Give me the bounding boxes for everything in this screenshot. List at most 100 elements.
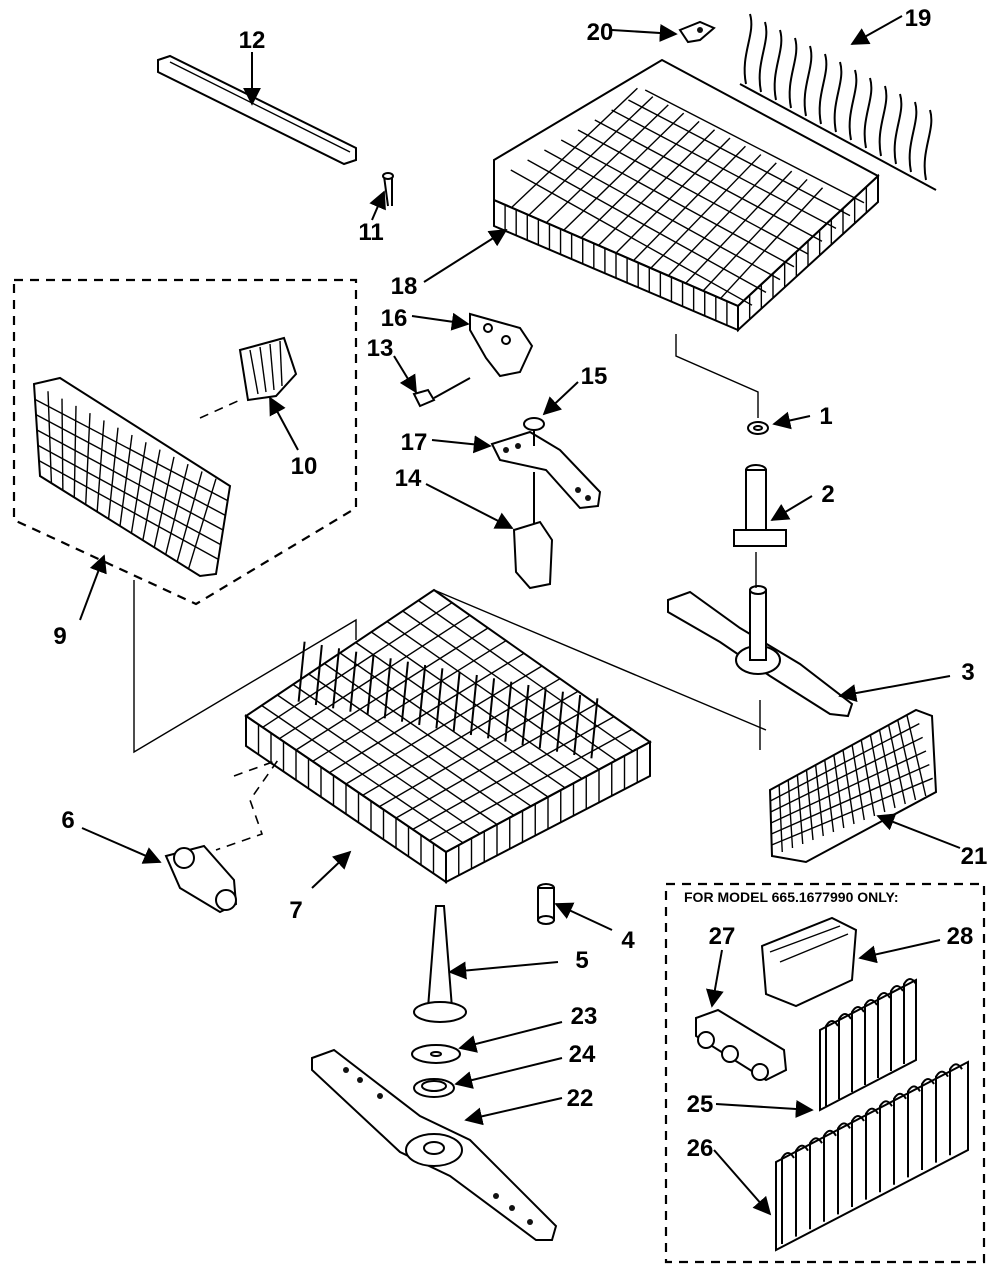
rack-tine (521, 684, 530, 746)
rack-tine (418, 664, 427, 726)
tine (890, 985, 904, 1071)
tine (893, 1092, 907, 1185)
tine (818, 53, 828, 125)
manifold-14 (512, 472, 554, 590)
basket-wire (130, 442, 147, 534)
rack-tine (314, 644, 323, 706)
spray-tube-2 (733, 464, 787, 547)
rack-rail-12 (157, 54, 357, 166)
rack-wire (628, 99, 851, 217)
tine (879, 1100, 893, 1193)
tine (923, 109, 933, 181)
tine (788, 37, 798, 109)
tine (903, 978, 917, 1064)
rack-tine (487, 678, 496, 739)
tine (825, 1020, 839, 1106)
basket-wire (35, 414, 226, 516)
tine (877, 992, 891, 1078)
tine (935, 1070, 949, 1163)
rack-tine (400, 661, 409, 722)
rack-wire (428, 728, 633, 842)
tine (758, 21, 768, 93)
callout-12: 12 (239, 27, 266, 54)
basket-handle-28 (760, 916, 858, 1008)
stud-4 (537, 883, 555, 925)
tine-frame (775, 1060, 969, 1252)
basket-wire (770, 750, 927, 824)
model-specific-parts-box (664, 882, 986, 1264)
tine (809, 1137, 823, 1230)
basket-wire (153, 456, 175, 548)
callout-26: 26 (687, 1135, 714, 1162)
assembly-line-7-21 (433, 589, 767, 731)
basket-wire (187, 478, 217, 570)
rack-tine (469, 674, 478, 736)
roller-bracket-27 (695, 1008, 788, 1082)
tine (803, 45, 813, 117)
rack-tine (538, 688, 547, 749)
rack-wire (577, 129, 809, 255)
callout-18: 18 (391, 273, 418, 300)
basket-wire (771, 764, 930, 835)
silverware-basket-group-outline (12, 278, 358, 606)
basket-wire (36, 429, 224, 531)
basket-wire (142, 449, 161, 541)
rack-wire (594, 119, 823, 242)
tine (949, 1063, 963, 1156)
rack-wire (598, 129, 716, 246)
basket-wire (34, 398, 228, 502)
tine (837, 1122, 851, 1215)
silverware-basket-9 (32, 376, 232, 578)
rack-wire (510, 169, 753, 306)
spray-nut-15 (523, 417, 545, 446)
basket-wire (37, 444, 222, 546)
model-note: FOR MODEL 665.1677990 ONLY: (684, 889, 899, 905)
tine (838, 1013, 852, 1099)
tine (921, 1078, 935, 1170)
rack-wire (615, 137, 731, 254)
rack-wire (632, 145, 746, 262)
callout-2: 2 (821, 481, 834, 508)
callout-21: 21 (961, 843, 988, 870)
rack-wire (412, 716, 615, 830)
tine (878, 85, 888, 157)
callout-20: 20 (587, 19, 614, 46)
rack-wire (580, 120, 700, 239)
rack-wire (611, 109, 837, 230)
tine-bar (739, 83, 937, 191)
rack-wire (417, 599, 634, 752)
rail-pin-11 (382, 172, 394, 207)
callout-1: 1 (819, 403, 832, 430)
screw-13 (412, 377, 471, 408)
tine (907, 1085, 921, 1178)
callout-10: 10 (291, 453, 318, 480)
rack-wire (545, 104, 669, 224)
tine (795, 1144, 809, 1237)
rack-tine (452, 671, 461, 732)
callout-15: 15 (581, 363, 608, 390)
lower-spray-arm-22 (311, 1048, 558, 1241)
tine (773, 29, 783, 101)
callout-3: 3 (961, 659, 974, 686)
middle-spray-arm-3 (667, 585, 854, 718)
tine (823, 1129, 837, 1222)
rack-wire (685, 170, 793, 284)
tine (908, 101, 918, 173)
callout-22: 22 (567, 1085, 594, 1112)
callout-27: 27 (709, 923, 736, 950)
cutlery-basket-21 (768, 708, 938, 864)
tine (743, 13, 753, 85)
washer-1 (747, 421, 769, 435)
rack-tine (435, 668, 444, 729)
callout-28: 28 (947, 923, 974, 950)
basket-wire (176, 471, 203, 562)
tine (781, 1152, 795, 1244)
tine (863, 77, 873, 149)
tine (833, 61, 843, 133)
rack-tine (332, 648, 341, 709)
rack-wire (560, 139, 795, 268)
rack-wire (644, 89, 865, 204)
tine (893, 93, 903, 165)
rack-clip-20 (678, 20, 716, 44)
basket-wire (165, 463, 189, 555)
